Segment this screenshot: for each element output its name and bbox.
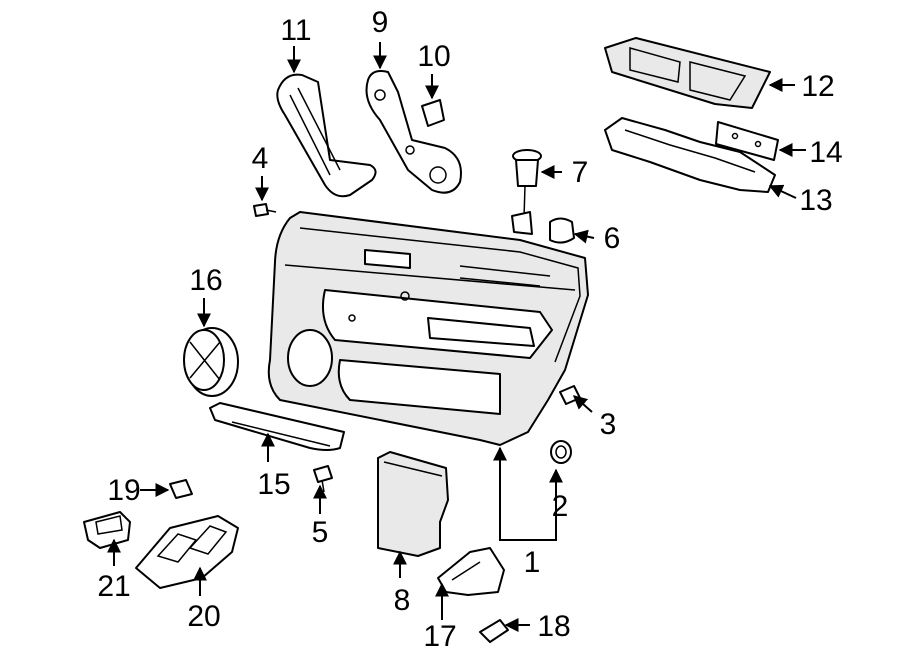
callout-5: 5: [312, 516, 329, 549]
part-13-switch-housing: [604, 117, 776, 193]
callout-1: 1: [524, 546, 541, 579]
callout-10: 10: [417, 40, 450, 73]
callout-17: 17: [423, 620, 456, 653]
callout-2: 2: [552, 490, 569, 523]
callout-11: 11: [280, 14, 311, 47]
callout-6: 6: [604, 222, 621, 255]
callout-15: 15: [257, 468, 290, 501]
part-15-trim-strip: [209, 402, 345, 451]
callout-19: 19: [107, 474, 140, 507]
part-11-pull-handle: [276, 73, 377, 198]
part-2-grommet: [550, 440, 572, 464]
part-4-screw: [253, 203, 277, 217]
part-20-window-switch: [135, 515, 239, 589]
part-21-switch: [83, 511, 131, 549]
callout-20: 20: [187, 600, 220, 633]
callout-9: 9: [372, 6, 389, 39]
part-19-button: [169, 479, 193, 499]
part-1-door-panel: [267, 211, 589, 446]
callout-8: 8: [394, 584, 411, 617]
leader-lines: [107, 42, 806, 632]
part-16-speaker: [183, 327, 239, 397]
part-5-screw: [313, 465, 333, 493]
callout-3: 3: [600, 408, 617, 441]
callout-4: 4: [252, 142, 269, 175]
callout-12: 12: [801, 70, 834, 103]
callout-7: 7: [572, 156, 589, 189]
part-17-handle-housing: [437, 547, 505, 596]
part-10-clip: [421, 99, 445, 127]
callout-labels: 1 2 3 4 5 6 7 8 9 10 11 12 13 14 15 16 1…: [97, 6, 842, 653]
part-7-lock-knob: [511, 149, 542, 235]
part-3-push-pin: [559, 385, 581, 405]
part-14-plate: [715, 121, 779, 161]
part-12-switch-bezel: [604, 37, 771, 109]
part-18-bulb: [479, 619, 509, 643]
part-8-cover: [377, 451, 449, 557]
callout-13: 13: [799, 184, 832, 217]
part-6-cap: [549, 217, 575, 244]
part-9-bracket: [365, 70, 462, 194]
callout-16: 16: [189, 264, 222, 297]
callout-18: 18: [537, 610, 570, 643]
callout-14: 14: [809, 136, 842, 169]
callout-21: 21: [97, 570, 130, 603]
